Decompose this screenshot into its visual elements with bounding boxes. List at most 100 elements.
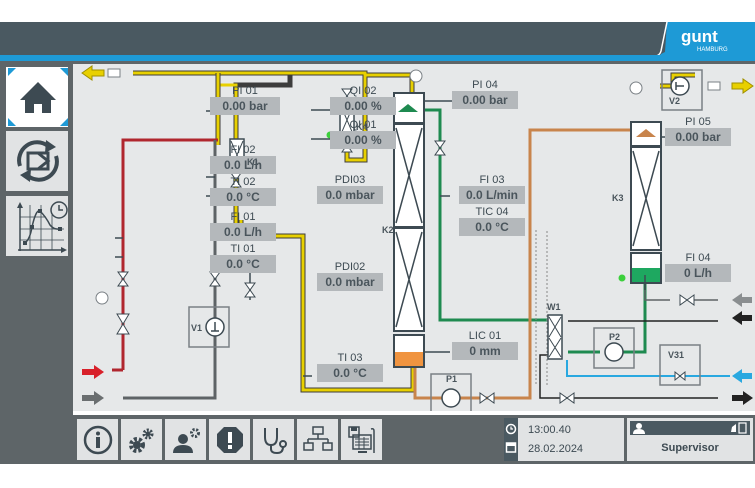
pi04-tag: PI 04 bbox=[472, 79, 498, 91]
data-logger-icon bbox=[347, 425, 375, 453]
qi02-value: 0.00 % bbox=[330, 97, 396, 115]
coolant-inlet-arrow bbox=[732, 311, 752, 325]
gas-inlet-arrow bbox=[732, 293, 752, 307]
tic04-value: 0.0 °C bbox=[459, 218, 525, 236]
pdi02-value: 0.0 mbar bbox=[317, 273, 383, 291]
user-gear-icon bbox=[172, 427, 200, 453]
v2-label: V2 bbox=[669, 96, 681, 106]
pi04-value: 0.00 bar bbox=[452, 91, 518, 109]
network-icon bbox=[302, 425, 333, 451]
valve-v31 bbox=[659, 344, 701, 386]
user-settings-button[interactable] bbox=[165, 419, 206, 460]
cooling-water-inlet-arrow bbox=[732, 369, 752, 383]
compressor-v1 bbox=[188, 306, 230, 348]
absorbent-pipe bbox=[422, 108, 548, 322]
process-diagram: PI 01 0.00 bar QI 02 0.00 % QI 01 0.00 %… bbox=[73, 64, 755, 411]
info-icon bbox=[83, 425, 112, 454]
air-inlet-arrow bbox=[82, 391, 104, 405]
ti01-value: 0.0 °C bbox=[210, 255, 276, 273]
home-icon bbox=[20, 82, 56, 113]
footer-separator bbox=[73, 411, 755, 415]
pdi02-tag: PDI02 bbox=[334, 261, 366, 273]
ti01-tag: TI 01 bbox=[230, 243, 256, 255]
sidebar-item-home[interactable] bbox=[5, 66, 69, 128]
sidebar bbox=[3, 64, 71, 462]
heating-pipe bbox=[121, 138, 218, 370]
gears-icon bbox=[128, 428, 153, 453]
heating-inlet-arrow bbox=[82, 365, 104, 379]
ti02-tag: TI 02 bbox=[230, 176, 256, 188]
heat-exchanger-w1 bbox=[547, 314, 563, 360]
qi01-value: 0.00 % bbox=[330, 131, 396, 149]
header-bar bbox=[0, 22, 755, 57]
gunt-logo: gunt HAMBURG bbox=[655, 22, 755, 57]
alarm-icon bbox=[216, 426, 243, 453]
cooling-water-pipe bbox=[566, 360, 730, 377]
blower-v2 bbox=[661, 69, 703, 111]
pi01-tag: PI 01 bbox=[232, 85, 258, 97]
column-k2 bbox=[393, 92, 425, 368]
pi05-tag: PI 05 bbox=[685, 116, 711, 128]
network-button[interactable] bbox=[297, 419, 338, 460]
trend-chart-icon bbox=[17, 201, 68, 253]
pi01-value: 0.00 bar bbox=[210, 97, 280, 115]
user-bar bbox=[630, 421, 750, 435]
fi01-value: 0.0 L/h bbox=[210, 223, 276, 241]
rich-solvent-pipe bbox=[413, 128, 643, 400]
data-logging-button[interactable] bbox=[341, 419, 382, 460]
user-panel[interactable]: Supervisor bbox=[627, 418, 753, 461]
clean-gas-outlet-arrow bbox=[731, 78, 754, 94]
v31-label: V31 bbox=[668, 350, 685, 360]
datetime-panel: 13:00.40 28.02.2024 bbox=[504, 418, 624, 461]
pdi03-value: 0.0 mbar bbox=[317, 186, 383, 204]
fi03-value: 0.0 L/min bbox=[459, 186, 525, 204]
v1-label: V1 bbox=[191, 323, 203, 333]
qi02-tag: QI 02 bbox=[349, 85, 377, 97]
p2-label: P2 bbox=[609, 332, 621, 342]
current-time: 13:00.40 bbox=[528, 424, 571, 436]
alarms-button[interactable] bbox=[209, 419, 250, 460]
column-k3 bbox=[630, 121, 662, 284]
fi02-tag: FI 02 bbox=[230, 144, 256, 156]
fi04-value: 0 L/h bbox=[665, 264, 731, 282]
user-name: Supervisor bbox=[661, 442, 719, 454]
logo-sub: HAMBURG bbox=[697, 47, 728, 53]
process-cycle-icon bbox=[17, 140, 59, 182]
k1-label: K1 bbox=[247, 157, 259, 167]
w1-label: W1 bbox=[547, 302, 561, 312]
lic01-tag: LIC 01 bbox=[468, 330, 502, 342]
sidebar-item-trend-chart[interactable] bbox=[5, 195, 69, 257]
k2-label: K2 bbox=[382, 225, 394, 235]
footer-toolbar: 13:00.40 28.02.2024 Supervisor bbox=[73, 415, 755, 464]
pipe-diagram bbox=[81, 65, 754, 411]
air-feed-pipe bbox=[123, 140, 217, 400]
fi04-tag: FI 04 bbox=[685, 252, 711, 264]
header-accent-strip bbox=[0, 55, 755, 61]
ti03-tag: TI 03 bbox=[337, 352, 363, 364]
tic04-tag: TIC 04 bbox=[475, 206, 509, 218]
sidebar-item-process-cycle[interactable] bbox=[5, 130, 69, 192]
settings-button[interactable] bbox=[121, 419, 162, 460]
fi03-tag: FI 03 bbox=[479, 174, 505, 186]
k3-label: K3 bbox=[612, 193, 624, 203]
gas-outlet-arrow bbox=[81, 65, 105, 81]
info-button[interactable] bbox=[77, 419, 118, 460]
user-icon bbox=[633, 422, 747, 434]
p1-label: P1 bbox=[446, 374, 458, 384]
ti03-value: 0.0 °C bbox=[317, 364, 383, 382]
status-led-k3 bbox=[618, 274, 626, 282]
drain-outlet-arrow bbox=[732, 391, 753, 405]
clock-calendar-icons bbox=[505, 423, 517, 453]
lic01-value: 0 mm bbox=[452, 342, 518, 360]
fi02-value: 0.0 L/h bbox=[210, 156, 276, 174]
pressure-gauges bbox=[95, 69, 643, 305]
pump-p1 bbox=[430, 373, 472, 411]
stethoscope-icon bbox=[263, 427, 287, 454]
pdi03-tag: PDI03 bbox=[334, 174, 366, 186]
qi01-tag: QI 01 bbox=[349, 119, 377, 131]
ti02-value: 0.0 °C bbox=[210, 188, 276, 206]
fi01-tag: FI 01 bbox=[230, 211, 256, 223]
logo-text: gunt bbox=[681, 27, 718, 46]
pi05-value: 0.00 bar bbox=[665, 128, 731, 146]
diagnostics-button[interactable] bbox=[253, 419, 294, 460]
